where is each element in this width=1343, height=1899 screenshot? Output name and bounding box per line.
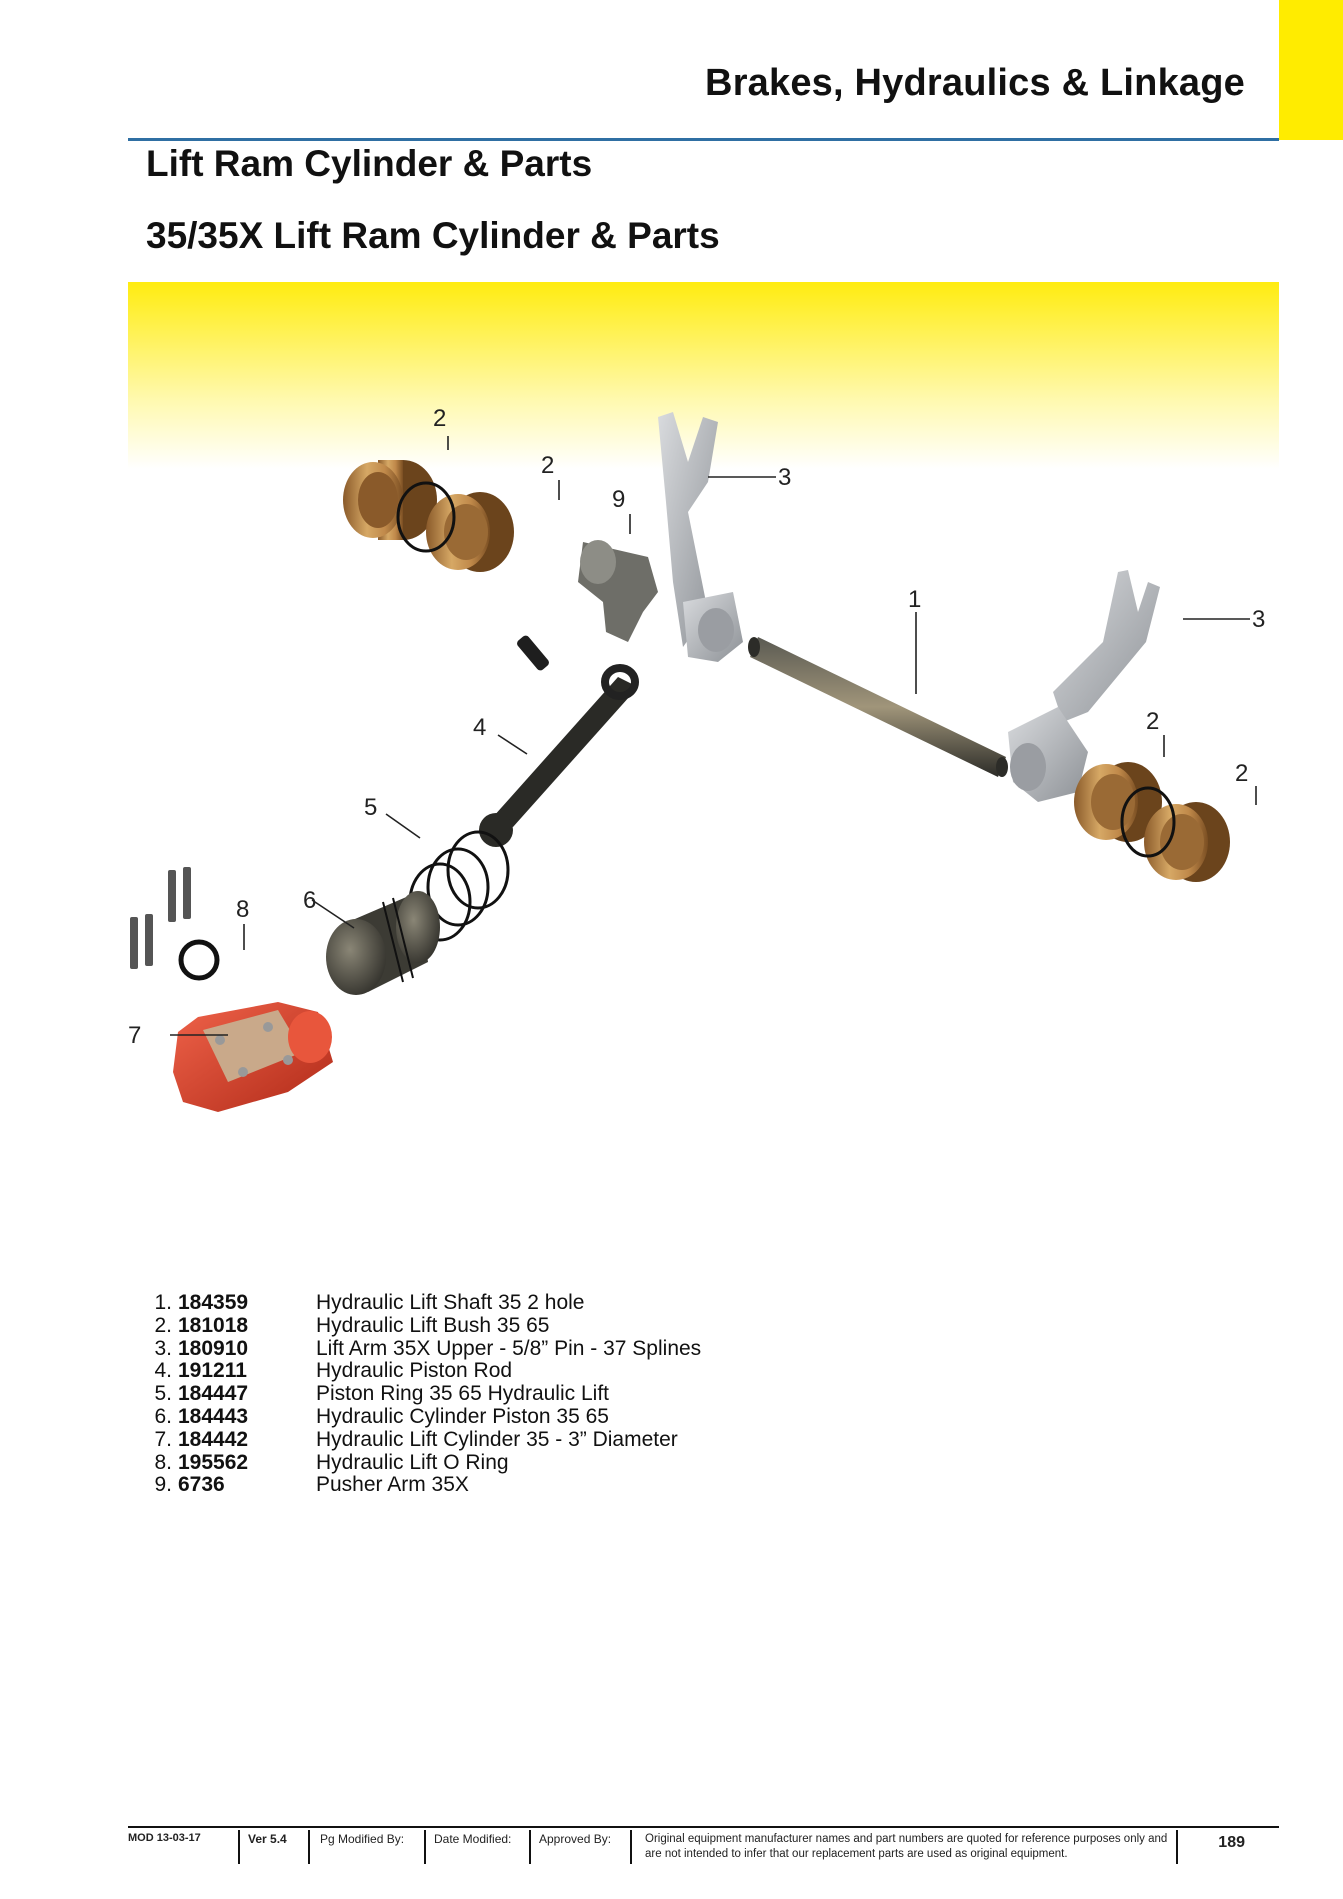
footer-divider — [1176, 1830, 1178, 1864]
footer-divider — [308, 1830, 310, 1864]
page-title: Lift Ram Cylinder & Parts — [146, 143, 593, 184]
part-number: 6736 — [178, 1473, 225, 1497]
page-footer: MOD 13-03-17 Ver 5.4 Pg Modified By: Dat… — [128, 1826, 1279, 1866]
callout-2a: 2 — [433, 405, 447, 432]
part-description: Pusher Arm 35X — [316, 1473, 469, 1497]
footer-approved: Approved By: — [539, 1832, 612, 1846]
part-index: 4. — [154, 1359, 172, 1383]
page-subtitle: 35/35X Lift Ram Cylinder & Parts — [146, 215, 720, 256]
page-number: 189 — [1218, 1834, 1245, 1851]
part-number: 195562 — [178, 1450, 249, 1474]
part-index: 9. — [154, 1473, 172, 1497]
set-screw — [517, 635, 549, 671]
part-description: Lift Arm 35X Upper - 5/8” Pin - 37 Splin… — [316, 1336, 702, 1360]
part-number: 184447 — [178, 1382, 249, 1406]
callout-1: 1 — [908, 586, 922, 613]
upper-lift-arm-left — [658, 412, 743, 662]
cylinder-piston — [326, 891, 440, 995]
diagram-artwork — [128, 282, 1279, 1112]
part-index: 5. — [154, 1382, 172, 1406]
part-index: 7. — [154, 1427, 172, 1451]
footer-divider — [238, 1830, 240, 1864]
piston-ring — [408, 830, 510, 942]
parts-list-row: 4. 191211 Hydraulic Piston Rod — [146, 1360, 701, 1383]
parts-list-row: 2. 181018 Hydraulic Lift Bush 35 65 — [146, 1313, 701, 1338]
lift-cylinder — [173, 1002, 333, 1112]
part-description: Hydraulic Lift Cylinder 35 - 3” Diameter — [316, 1427, 678, 1451]
part-description: Hydraulic Lift O Ring — [316, 1450, 509, 1474]
footer-divider — [529, 1830, 531, 1864]
part-index: 6. — [154, 1404, 172, 1428]
parts-list-row: 6. 184443 Hydraulic Cylinder Piston 35 6… — [146, 1404, 701, 1429]
footer-mod-code: MOD 13-03-17 — [128, 1832, 201, 1844]
part-description: Hydraulic Cylinder Piston 35 65 — [316, 1404, 609, 1428]
callout-2b: 2 — [541, 452, 555, 479]
callout-5: 5 — [364, 794, 378, 821]
callout-2d: 2 — [1235, 760, 1249, 787]
callout-8: 8 — [236, 896, 250, 923]
footer-pg-modified: Pg Modified By: — [320, 1832, 405, 1846]
footer-date-modified: Date Modified: — [434, 1832, 512, 1846]
part-number: 184443 — [178, 1404, 249, 1428]
part-description: Piston Ring 35 65 Hydraulic Lift — [316, 1382, 609, 1406]
callout-3a: 3 — [778, 464, 792, 491]
footer-disclaimer: Original equipment manufacturer names an… — [645, 1833, 1168, 1860]
lift-shaft — [748, 637, 1008, 777]
o-ring — [178, 939, 220, 981]
part-index: 3. — [154, 1336, 172, 1360]
part-description: Hydraulic Piston Rod — [316, 1359, 513, 1383]
footer-version: Ver 5.4 — [248, 1832, 287, 1846]
part-index: 1. — [154, 1291, 172, 1314]
dowel-pins — [130, 867, 191, 969]
footer-divider — [630, 1830, 632, 1864]
part-number: 181018 — [178, 1313, 249, 1337]
callout-7: 7 — [128, 1022, 142, 1049]
pusher-arm — [578, 540, 658, 642]
section-title: Brakes, Hydraulics & Linkage — [705, 62, 1245, 104]
upper-lift-arm-right — [1008, 570, 1160, 802]
callout-6: 6 — [303, 887, 317, 914]
parts-list-row: 8. 195562 Hydraulic Lift O Ring — [146, 1450, 701, 1475]
parts-list-row: 9. 6736 Pusher Arm 35X — [146, 1474, 701, 1497]
part-number: 180910 — [178, 1336, 249, 1360]
part-index: 2. — [154, 1313, 172, 1337]
header-divider — [128, 138, 1279, 141]
callout-9: 9 — [612, 486, 626, 513]
exploded-parts-diagram: 2 2 9 3 1 3 2 2 4 5 6 8 7 — [128, 282, 1279, 1182]
piston-rod — [479, 664, 639, 847]
footer-divider — [424, 1830, 426, 1864]
upper-bushes — [343, 460, 514, 572]
parts-list: 1. 184359 Hydraulic Lift Shaft 35 2 hole… — [146, 1291, 702, 1497]
part-number: 184442 — [178, 1427, 249, 1451]
lower-bushes — [1074, 762, 1230, 882]
callout-4: 4 — [473, 714, 487, 741]
part-description: Hydraulic Lift Shaft 35 2 hole — [316, 1291, 585, 1314]
part-index: 8. — [154, 1450, 172, 1474]
part-number: 184359 — [178, 1291, 249, 1314]
parts-list-row: 5. 184447 Piston Ring 35 65 Hydraulic Li… — [146, 1382, 701, 1406]
parts-list-row: 7. 184442 Hydraulic Lift Cylinder 35 - 3… — [146, 1427, 701, 1452]
leader-lines — [170, 436, 1257, 1036]
part-number: 191211 — [178, 1359, 247, 1383]
callout-3b: 3 — [1252, 606, 1266, 633]
callout-2c: 2 — [1146, 708, 1160, 735]
section-color-tab — [1279, 0, 1343, 140]
parts-list-row: 3. 180910 Lift Arm 35X Upper - 5/8” Pin … — [146, 1336, 702, 1361]
part-description: Hydraulic Lift Bush 35 65 — [316, 1313, 550, 1337]
parts-list-row: 1. 184359 Hydraulic Lift Shaft 35 2 hole — [146, 1291, 701, 1315]
